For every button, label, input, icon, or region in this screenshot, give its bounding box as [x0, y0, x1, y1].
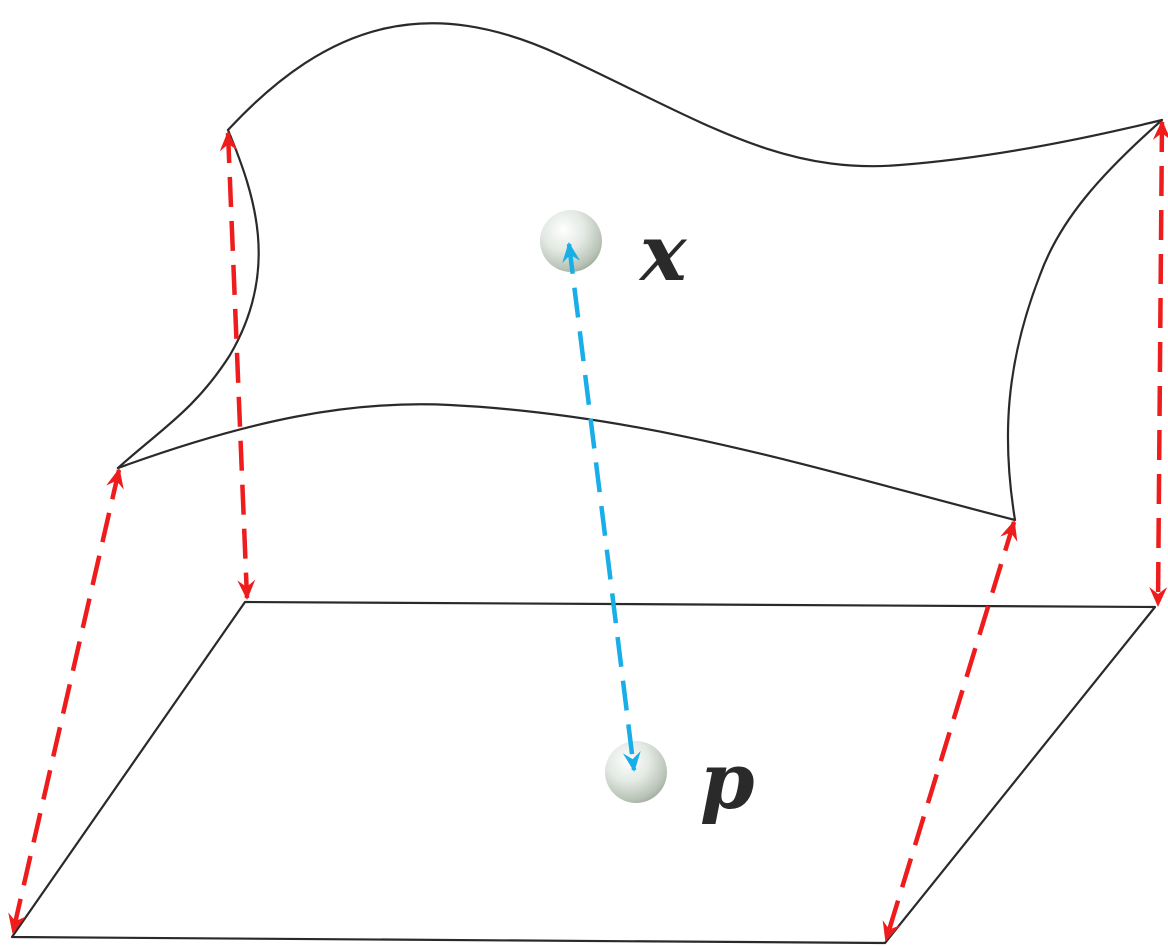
point-p-label: p: [700, 736, 755, 827]
projection-arrow: [1149, 120, 1168, 607]
point-p: p: [605, 736, 755, 827]
projection-arrow: [882, 520, 1018, 942]
point-p-marker: [605, 741, 667, 803]
point-mapping-arrow: [562, 242, 641, 772]
flat-plane: [10, 600, 1157, 945]
surface-front-edge: [116, 403, 1017, 522]
point-x: x: [540, 208, 688, 299]
surface-back-edge: [226, 22, 1164, 168]
projection-arrows: [8, 120, 1168, 942]
plane-outline: [10, 600, 1157, 945]
point-x-label: x: [638, 208, 688, 299]
projection-arrow: [219, 131, 256, 600]
projection-arrow: [8, 468, 124, 934]
surface-right-edge: [1006, 118, 1164, 522]
